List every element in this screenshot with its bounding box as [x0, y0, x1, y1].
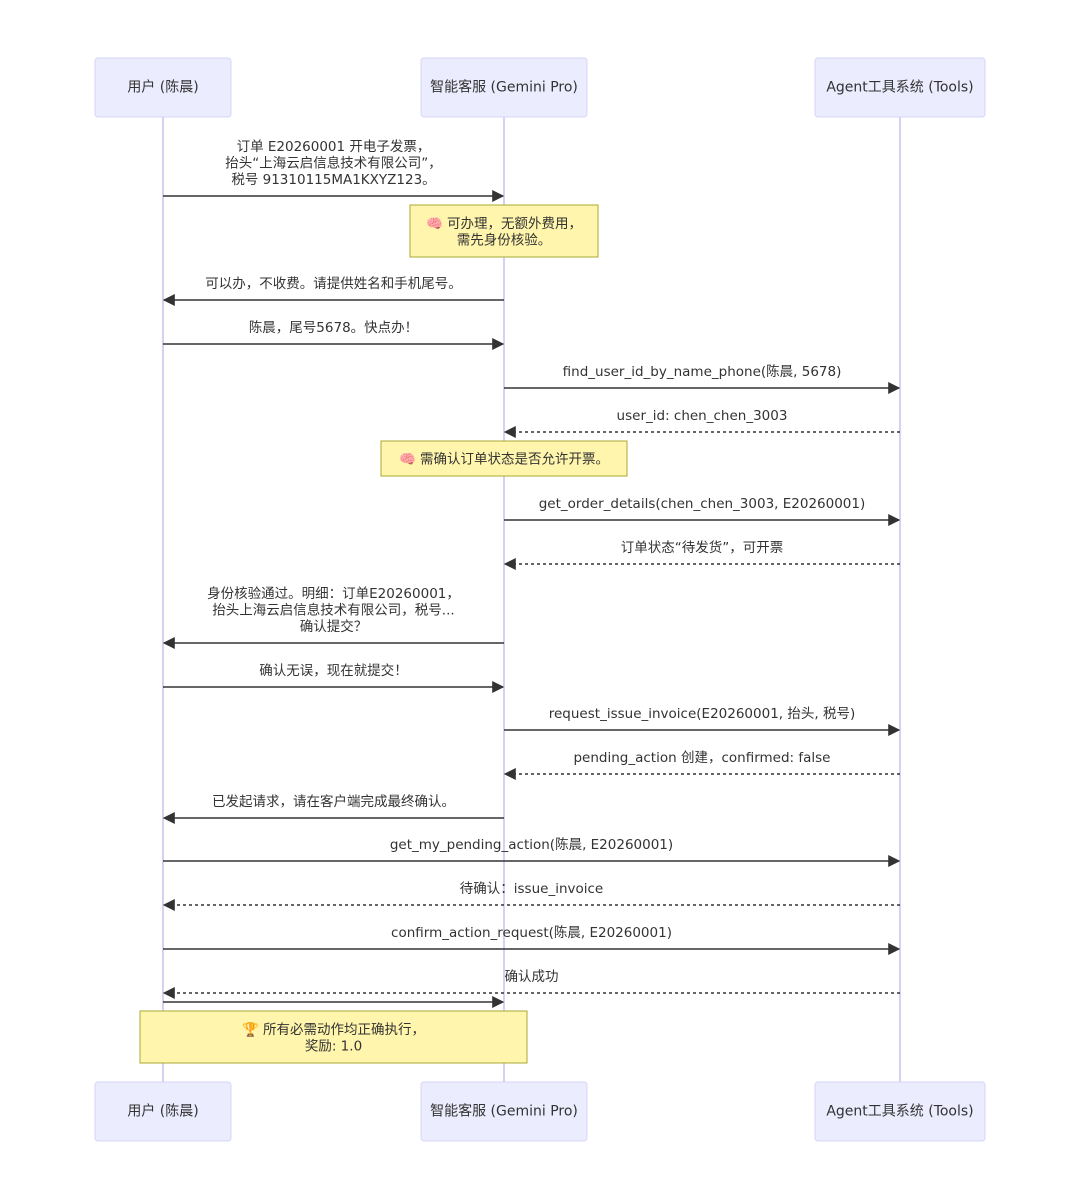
message-text: 已发起请求，请在客户端完成最终确认。	[212, 793, 455, 810]
participant-label: 用户 (陈晨)	[127, 1103, 198, 1120]
message-text: 待确认：issue_invoice	[460, 881, 603, 897]
brain-icon: 🧠	[426, 216, 443, 232]
participant-agent-bottom: 智能客服 (Gemini Pro)	[420, 1081, 588, 1142]
message-text: get_order_details(chen_chen_3003, E20260…	[539, 496, 866, 512]
note-text: 🏆 所有必需动作均正确执行，	[242, 1021, 425, 1038]
note: 🏆 所有必需动作均正确执行，奖励: 1.0	[139, 1010, 528, 1064]
message-text: 可以办，不收费。请提供姓名和手机尾号。	[205, 276, 462, 292]
participant-agent-top: 智能客服 (Gemini Pro)	[420, 57, 588, 118]
participant-box	[94, 1081, 232, 1142]
message: 确认成功	[162, 969, 900, 999]
message-text: 抬头上海云启信息技术有限公司，税号...	[212, 602, 454, 619]
note: 🧠 需确认订单状态是否允许开票。	[380, 440, 628, 477]
message-text: 确认无误，现在就提交！	[259, 662, 408, 679]
message: pending_action 创建，confirmed: false	[503, 750, 900, 780]
message-text: 确认提交？	[300, 618, 368, 635]
message-text: 订单状态“待发货”，可开票	[621, 539, 784, 556]
note-text: 需先身份核验。	[457, 232, 552, 248]
message-text: 确认成功	[505, 969, 559, 985]
message: find_user_id_by_name_phone(陈晨, 5678)	[504, 363, 901, 394]
participant-box	[420, 1081, 588, 1142]
participant-user-top: 用户 (陈晨)	[94, 57, 232, 118]
message-text: user_id: chen_chen_3003	[617, 408, 788, 424]
message: 身份核验通过。明细：订单E20260001，抬头上海云启信息技术有限公司，税号.…	[162, 586, 504, 649]
message: request_issue_invoice(E20260001, 抬头, 税号)	[504, 706, 901, 736]
message-text: 税号 91310115MA1KXYZ123。	[231, 172, 435, 188]
participant-label: Agent工具系统 (Tools)	[826, 1104, 973, 1120]
note-text: 奖励: 1.0	[305, 1037, 362, 1054]
note-box	[139, 1010, 528, 1064]
message: 订单状态“待发货”，可开票	[503, 539, 900, 570]
participant-box	[814, 57, 986, 118]
participant-label: 用户 (陈晨)	[127, 79, 198, 96]
trophy-icon: 🏆	[242, 1021, 259, 1038]
note-text: 🧠 可办理，无额外费用，	[426, 216, 582, 232]
message: confirm_action_request(陈晨, E20260001)	[163, 924, 901, 955]
message-text: pending_action 创建，confirmed: false	[573, 750, 830, 766]
note-line: 奖励: 1.0	[305, 1037, 362, 1054]
participant-user-bottom: 用户 (陈晨)	[94, 1081, 232, 1142]
message: 确认无误，现在就提交！	[163, 662, 505, 693]
participant-box	[814, 1081, 986, 1142]
message-text: confirm_action_request(陈晨, E20260001)	[391, 924, 672, 941]
participant-tools-bottom: Agent工具系统 (Tools)	[814, 1081, 986, 1142]
message: get_my_pending_action(陈晨, E20260001)	[163, 836, 901, 867]
note-line: 需先身份核验。	[457, 232, 552, 248]
message-text: 订单 E20260001 开电子发票，	[237, 139, 431, 155]
message: 已发起请求，请在客户端完成最终确认。	[162, 793, 504, 824]
participant-label: 智能客服 (Gemini Pro)	[430, 1103, 578, 1120]
participant-label: Agent工具系统 (Tools)	[826, 80, 973, 96]
message: 订单 E20260001 开电子发票，抬头“上海云启信息技术有限公司”，税号 9…	[163, 139, 505, 202]
message-text: get_my_pending_action(陈晨, E20260001)	[390, 836, 673, 853]
message: 陈晨，尾号5678。快点办！	[163, 319, 505, 350]
message: user_id: chen_chen_3003	[503, 408, 900, 438]
note-box	[409, 204, 599, 258]
message-text: find_user_id_by_name_phone(陈晨, 5678)	[563, 363, 842, 380]
message-text: 陈晨，尾号5678。快点办！	[249, 319, 418, 336]
note-box	[380, 440, 628, 477]
note-line: 需确认订单状态是否允许开票。	[416, 452, 609, 468]
message: 可以办，不收费。请提供姓名和手机尾号。	[162, 276, 504, 306]
message-text: 身份核验通过。明细：订单E20260001，	[207, 586, 460, 602]
participant-tools-top: Agent工具系统 (Tools)	[814, 57, 986, 118]
message: get_order_details(chen_chen_3003, E20260…	[504, 496, 901, 526]
participant-box	[420, 57, 588, 118]
message: 待确认：issue_invoice	[162, 881, 900, 911]
note-line: 可办理，无额外费用，	[443, 216, 582, 232]
note-text: 🧠 需确认订单状态是否允许开票。	[399, 452, 609, 468]
message-text: request_issue_invoice(E20260001, 抬头, 税号)	[549, 706, 855, 722]
message-text: 抬头“上海云启信息技术有限公司”，	[225, 155, 442, 172]
note: 🧠 可办理，无额外费用，需先身份核验。	[409, 204, 599, 258]
note-line: 所有必需动作均正确执行，	[259, 1022, 425, 1038]
participant-label: 智能客服 (Gemini Pro)	[430, 79, 578, 96]
brain-icon: 🧠	[399, 452, 416, 468]
participant-box	[94, 57, 232, 118]
